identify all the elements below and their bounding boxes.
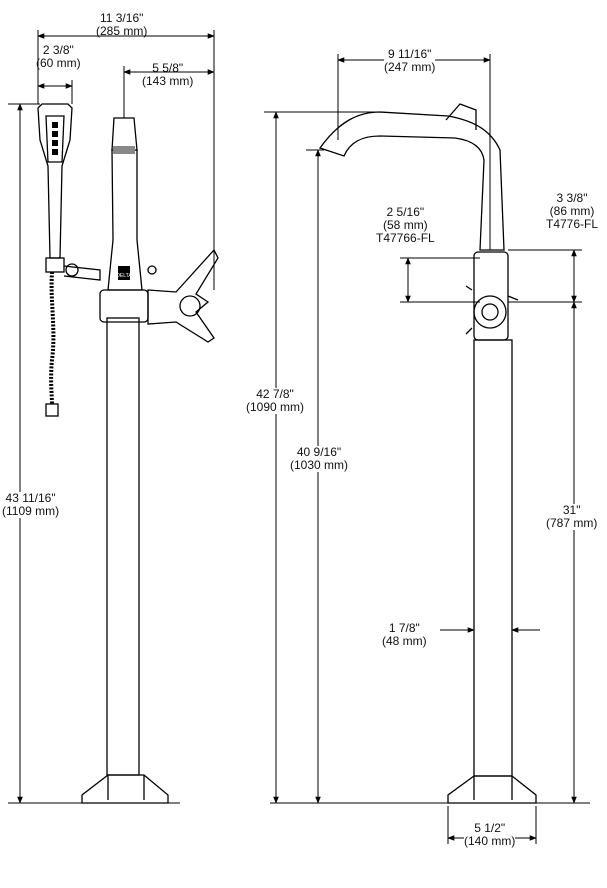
label-metric: (247 mm) [384, 60, 436, 74]
spout-lever [445, 103, 477, 130]
label-imperial: 42 7/8" [256, 387, 294, 401]
label-imperial: 31" [562, 503, 581, 517]
label-riser-height: 31" (787 mm) [546, 503, 598, 530]
label-overall-width: 11 3/16" (285 mm) [96, 12, 147, 38]
connector-nut [65, 263, 79, 277]
label-metric: (1030 mm) [290, 458, 349, 472]
label-metric: (60 mm) [36, 56, 81, 70]
label-metric: (285 mm) [96, 24, 148, 38]
valve-cap [147, 265, 157, 275]
hand-shower [37, 103, 73, 259]
hose-end [45, 403, 59, 417]
label-spout-height: 40 9/16" (1030 mm) [290, 445, 349, 472]
logo-plate [118, 266, 130, 280]
brand-logo: DELTA [116, 273, 132, 279]
spray-hole [52, 149, 58, 155]
right-handle-hub [473, 295, 507, 329]
spray-hole [52, 131, 58, 137]
right-handle-center [481, 303, 499, 321]
spray-holes [52, 122, 58, 155]
right-cross-handle [465, 285, 519, 335]
label-imperial: 9 11/16" [387, 47, 432, 61]
label-overall-height: 42 7/8" (1090 mm) [246, 387, 305, 414]
hand-shower-connector [63, 265, 101, 281]
label-metric: (1109 mm) [2, 504, 60, 518]
right-riser [473, 339, 513, 777]
label-imperial: 40 9/16" [296, 445, 342, 459]
left-cross-handle [147, 248, 219, 343]
label-imperial: 43 11/16" [5, 491, 56, 505]
hand-shower-face [45, 115, 65, 163]
label-imperial: 2 3/8" [42, 43, 74, 57]
left-riser [106, 317, 140, 776]
left-dimensions [8, 30, 215, 804]
label-model: T47766-FL [376, 231, 435, 245]
right-base [447, 775, 537, 804]
label-imperial: 5 1/2" [474, 821, 506, 835]
left-base [81, 774, 169, 804]
valve-body [99, 289, 149, 323]
label-metric: (140 mm) [464, 834, 516, 848]
spray-hole [52, 140, 58, 146]
label-imperial: 5 5/8" [152, 61, 184, 75]
label-imperial: 1 7/8" [388, 621, 420, 635]
left-spout-top [111, 117, 138, 151]
label-riser-diameter: 1 7/8" (48 mm) [382, 622, 427, 648]
hose [49, 271, 56, 405]
label-handle-reach: 5 5/8" (143 mm) [142, 62, 193, 88]
right-faucet-outline [270, 103, 590, 804]
label-metric: (58 mm) [383, 218, 428, 232]
label-hand-shower-width: 2 3/8" (60 mm) [36, 44, 81, 70]
left-spout-outlet [113, 146, 135, 154]
handle-hub [179, 295, 201, 317]
label-metric: (143 mm) [142, 74, 194, 88]
right-dimensions [264, 54, 582, 844]
label-imperial: 2 5/16" [386, 205, 425, 219]
label-metric: (48 mm) [382, 634, 427, 648]
right-spout [318, 111, 505, 251]
spray-hole [52, 122, 58, 128]
label-imperial: 3 3/8" [556, 191, 588, 205]
label-metric: (1090 mm) [246, 400, 305, 414]
label-spout-reach: 9 11/16" (247 mm) [384, 47, 436, 74]
label-valve-height: 3 3/8" (86 mm) T4776-FL [546, 192, 598, 231]
hand-shower-holder [45, 257, 65, 273]
label-imperial: 11 3/16" [99, 11, 144, 25]
label-model: T4776-FL [546, 217, 599, 231]
label-left-height: 43 11/16" (1109 mm) [2, 491, 60, 518]
label-metric: (787 mm) [546, 516, 598, 530]
left-faucet-outline [8, 103, 219, 804]
label-base-width: 5 1/2" (140 mm) [464, 821, 516, 848]
label-metric: (86 mm) [549, 204, 595, 218]
label-handle-height: 2 5/16" (58 mm) T47766-FL [376, 206, 435, 245]
